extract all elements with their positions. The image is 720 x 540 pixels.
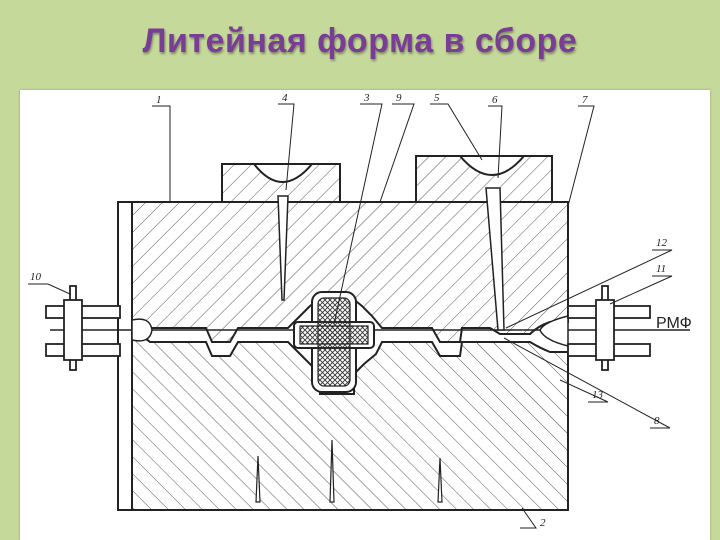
leader-lines (28, 103, 673, 529)
label-4: 4 (282, 92, 288, 104)
label-5: 5 (434, 92, 440, 104)
vents (255, 439, 443, 503)
label-1: 1 (156, 94, 162, 106)
label-11: 11 (656, 263, 666, 275)
mold-assembly-drawing: 1 4 3 9 5 6 7 12 11 10 13 8 2 РМФ (20, 90, 710, 540)
left-clamp-pin (45, 285, 121, 371)
label-2: 2 (540, 517, 546, 529)
core (293, 291, 375, 393)
left-pouring-cup (221, 163, 341, 301)
label-7: 7 (582, 94, 588, 106)
right-clamp-pin (567, 285, 651, 371)
right-pin-socket (539, 315, 569, 347)
label-9: 9 (396, 92, 402, 104)
label-12: 12 (656, 237, 668, 249)
label-3: 3 (363, 92, 370, 104)
slide-title: Литейная форма в сборе (142, 22, 578, 60)
label-6: 6 (492, 94, 498, 106)
left-pin-socket (131, 318, 153, 342)
parting-line-label: РМФ (656, 315, 692, 332)
right-pouring-cup (415, 155, 553, 331)
label-10: 10 (30, 271, 42, 283)
label-8: 8 (654, 415, 660, 427)
label-13: 13 (592, 389, 604, 401)
